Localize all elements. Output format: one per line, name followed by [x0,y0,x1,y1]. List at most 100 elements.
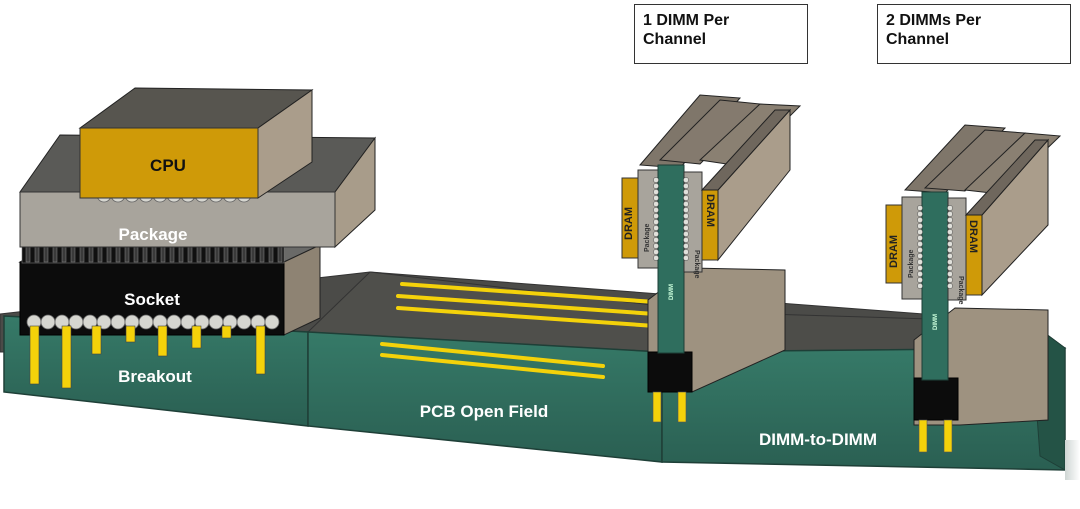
solder-ball [653,213,659,219]
solder-ball [917,253,923,259]
solder-ball [653,207,659,213]
solder-ball [653,231,659,237]
one-dimm-callout-line2: Channel [643,31,707,48]
breakout-vias [29,325,266,389]
socket-pin [25,245,31,263]
solder-ball [683,189,689,195]
socket-pin [196,245,202,263]
socket-pin [52,245,58,263]
dimm2-package-right-label: Package [957,276,964,305]
socket-pin [61,245,67,263]
solder-ball [917,217,923,223]
solder-ball [947,205,953,211]
dimm-slot-1 [621,94,802,423]
socket-pin [169,245,175,263]
breakout-label: Breakout [118,367,192,386]
solder-ball [947,211,953,217]
socket-pin [268,245,274,263]
two-dimm-callout: 2 DIMMs Per Channel [877,4,1071,64]
via [191,325,202,349]
solder-ball [947,259,953,265]
solder-ball [208,314,224,330]
one-dimm-callout-line1: 1 DIMM Per [643,12,730,29]
solder-ball [917,271,923,277]
pcb-traces [380,282,657,379]
socket-pin [88,245,94,263]
via [255,325,266,375]
solder-ball [138,314,154,330]
solder-ball [40,314,56,330]
socket-pin [241,245,247,263]
dimm2-dram-left-label: DRAM [888,235,900,268]
solder-ball [947,265,953,271]
socket-pin [232,245,238,263]
socket-label: Socket [124,290,180,309]
solder-ball [683,231,689,237]
dimm1-dram-right-label: DRAM [704,194,716,227]
two-dimm-callout-line2: Channel [886,31,950,48]
solder-ball [917,205,923,211]
solder-ball [683,243,689,249]
cpu-label: CPU [150,156,186,175]
socket-pin [70,245,76,263]
solder-ball [653,249,659,255]
solder-ball [683,195,689,201]
solder-ball [653,225,659,231]
solder-ball [947,247,953,253]
socket-pin [205,245,211,263]
socket-pin [97,245,103,263]
solder-ball [683,207,689,213]
solder-ball [917,241,923,247]
solder-ball [166,314,182,330]
pin-row [25,245,283,263]
solder-ball [683,225,689,231]
socket-pin [214,245,220,263]
solder-ball [917,247,923,253]
via [61,325,72,389]
via [221,325,232,339]
socket-pin [178,245,184,263]
dimm1-solder-balls [653,177,689,261]
solder-ball [653,189,659,195]
pcb-open-field-label: PCB Open Field [420,402,548,421]
dimm2-dram-right-label: DRAM [967,220,979,253]
solder-ball [683,213,689,219]
solder-ball [653,195,659,201]
solder-ball [917,223,923,229]
solder-ball [947,217,953,223]
socket-pin [79,245,85,263]
solder-ball [683,183,689,189]
socket-pin [142,245,148,263]
solder-ball [653,177,659,183]
breakout-solder-balls [26,314,280,330]
solder-ball [917,265,923,271]
socket-pin [34,245,40,263]
dimm1-pcb-label: DIMM [669,284,675,300]
socket-pin [43,245,49,263]
solder-ball [917,235,923,241]
dimm1-package-right-label: Package [693,250,700,279]
two-dimm-callout-line1: 2 DIMMs Per [886,12,982,29]
solder-ball [947,253,953,259]
socket-pin [223,245,229,263]
via [157,325,168,357]
socket-pin [124,245,130,263]
dimm1-package-left-label: Package [644,223,651,252]
solder-ball [947,223,953,229]
solder-ball [683,201,689,207]
socket-pin [259,245,265,263]
dimm2-package-left-label: Package [908,249,915,278]
socket-pin [115,245,121,263]
socket-pin [106,245,112,263]
solder-ball [653,219,659,225]
socket-pin [250,245,256,263]
solder-ball [947,271,953,277]
solder-ball [917,259,923,265]
socket-pin [160,245,166,263]
dimm-to-dimm-label: DIMM-to-DIMM [759,430,877,449]
package-label: Package [119,225,188,244]
solder-ball [653,255,659,261]
solder-ball [683,219,689,225]
